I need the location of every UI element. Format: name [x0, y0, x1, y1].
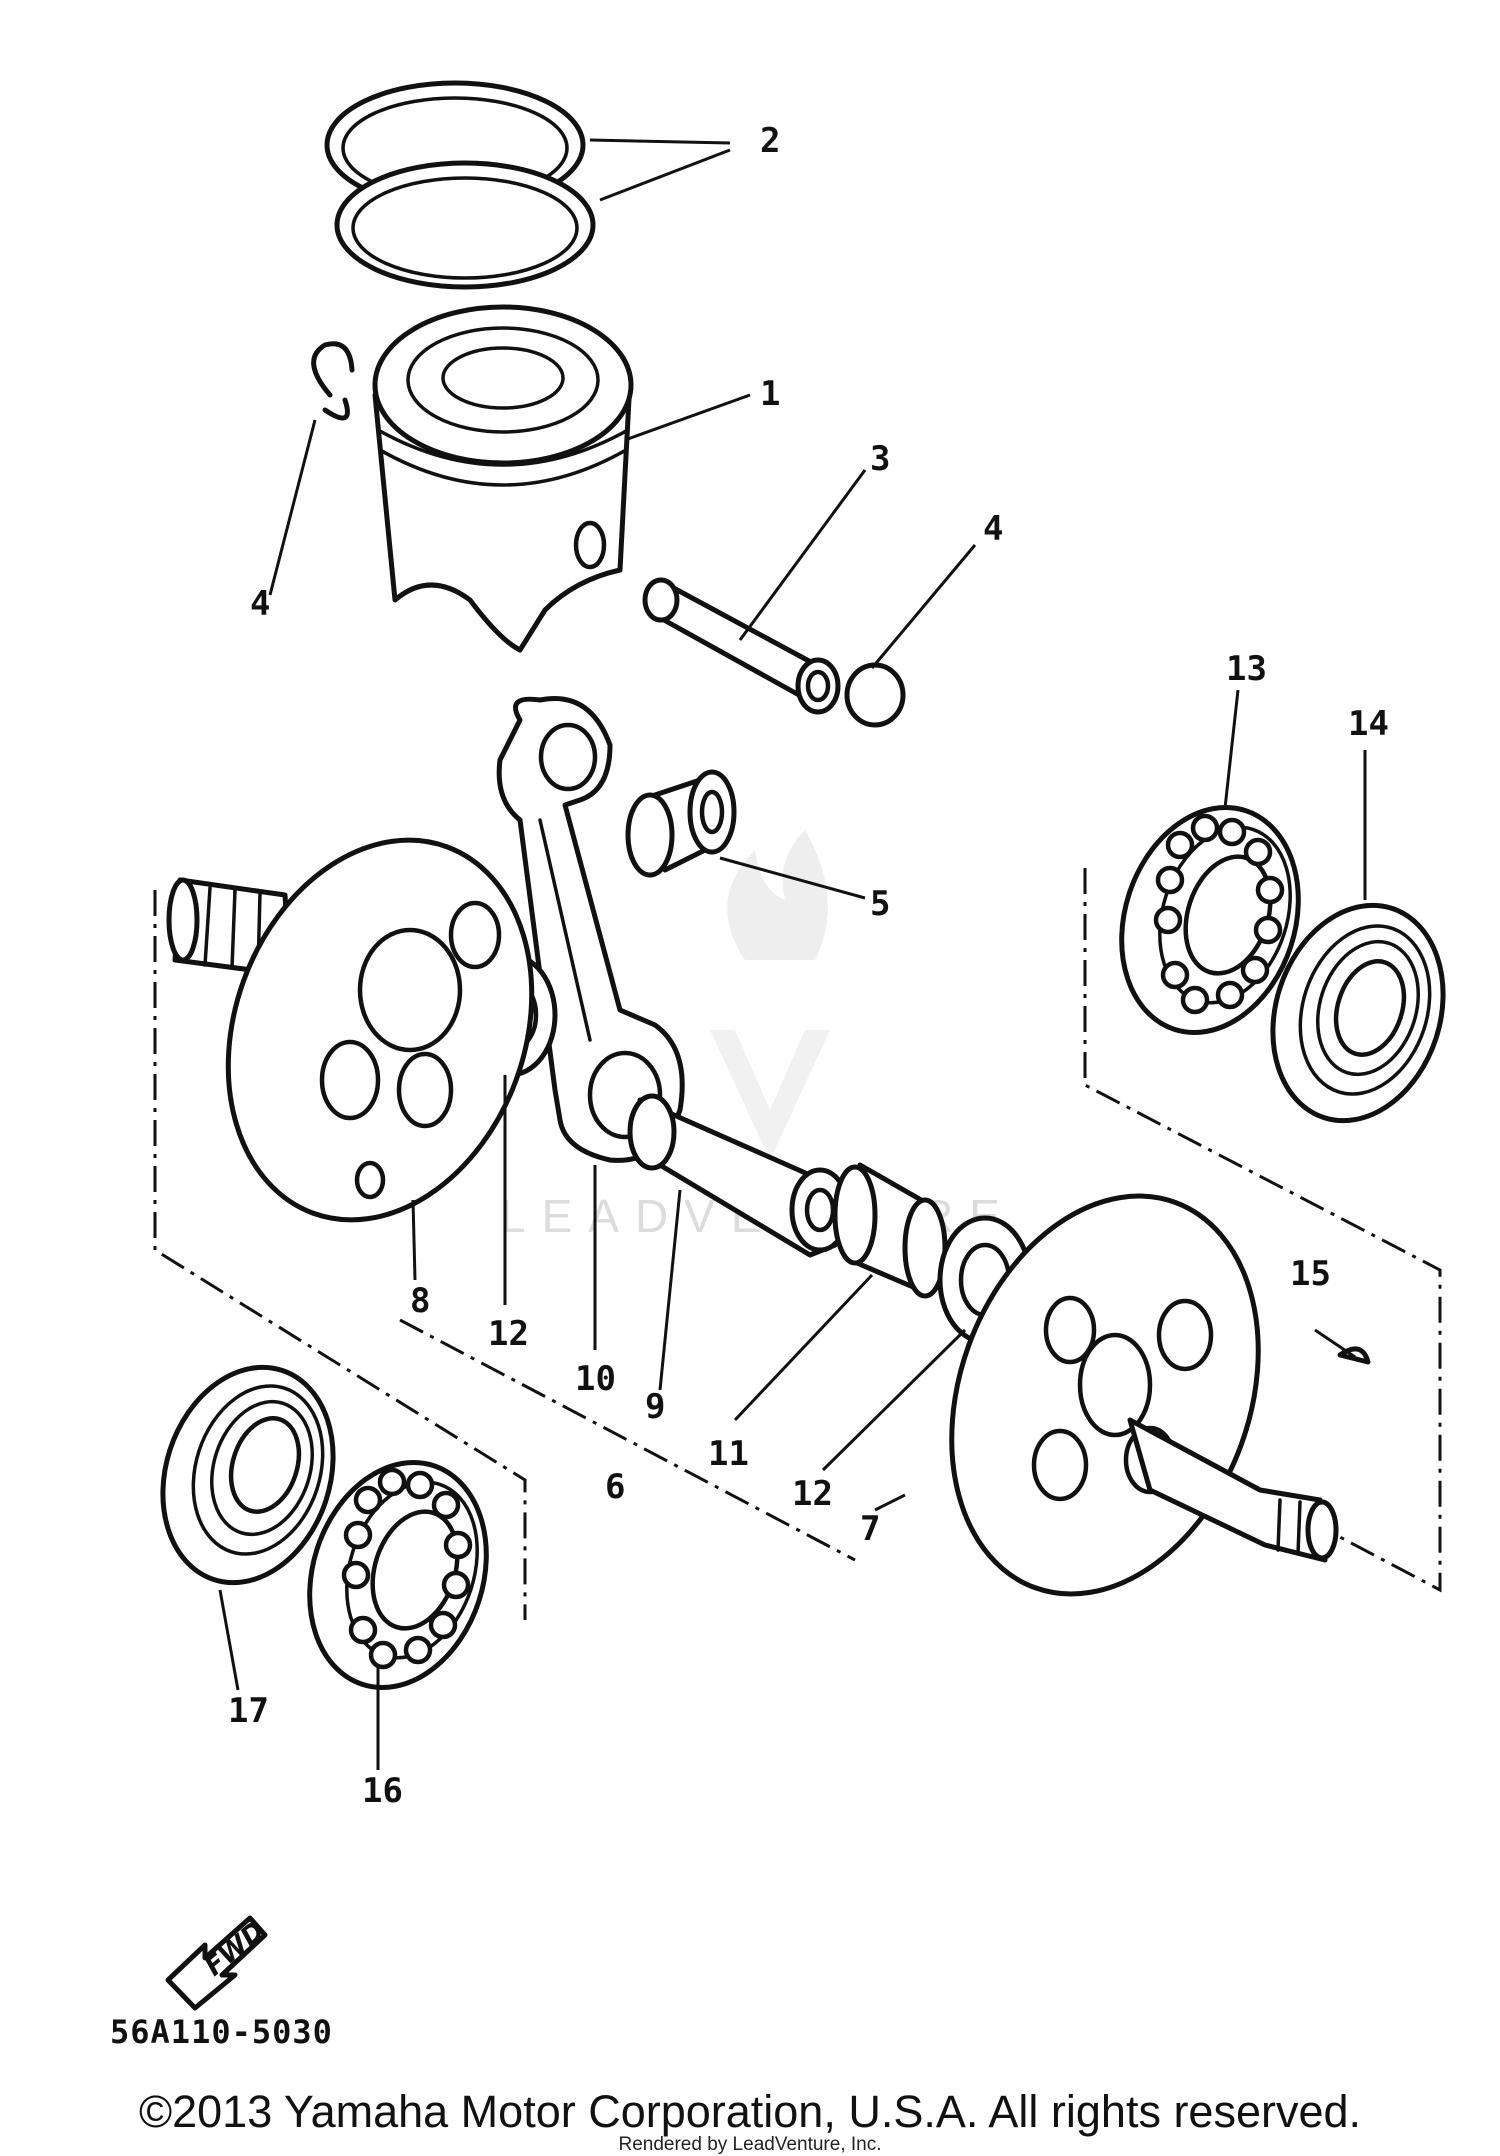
callout-9: 9	[645, 1387, 665, 1427]
rendered-by-notice: Rendered by LeadVenture, Inc.	[618, 2134, 882, 2155]
callout-12-left: 12	[488, 1314, 529, 1354]
callout-11: 11	[708, 1434, 749, 1474]
small-end-bearing	[625, 769, 737, 878]
fwd-arrow-icon: FWD	[165, 1915, 271, 2011]
main-bearing-left	[307, 1460, 489, 1690]
oil-seal-right	[1270, 902, 1446, 1124]
callout-3: 3	[870, 439, 890, 479]
callout-2: 2	[760, 121, 780, 161]
callout-12-right: 12	[792, 1474, 833, 1514]
callout-13: 13	[1226, 649, 1267, 689]
crankshaft-half-right	[949, 1193, 1339, 1597]
callout-14: 14	[1348, 704, 1389, 744]
assembly-bracket-lines	[153, 868, 1442, 1620]
oil-seal-left	[160, 1364, 336, 1586]
crankshaft-half-left	[166, 837, 535, 1223]
callout-8: 8	[410, 1281, 430, 1321]
copyright-notice: ©2013 Yamaha Motor Corporation, U.S.A. A…	[138, 2086, 1362, 2137]
piston-pin	[642, 577, 841, 715]
big-end-bearing	[832, 1162, 948, 1299]
piston-pin-clip-left	[311, 341, 355, 421]
callout-4-left: 4	[250, 584, 270, 624]
piston-pin-clip-right	[844, 662, 906, 728]
leader-lines	[218, 138, 1367, 1770]
callout-17: 17	[228, 1691, 269, 1731]
callout-4-right: 4	[983, 509, 1003, 549]
main-bearing-right	[1119, 805, 1301, 1035]
connecting-rod	[496, 696, 685, 1163]
watermark-logo	[710, 830, 830, 1160]
callout-7: 7	[860, 1509, 880, 1549]
piston	[372, 304, 634, 653]
callout-15: 15	[1290, 1254, 1331, 1294]
part-code: 56A110-5030	[110, 2013, 333, 2051]
callout-10: 10	[575, 1359, 616, 1399]
piston-ring-lower	[334, 160, 596, 290]
callout-6: 6	[605, 1467, 625, 1507]
callout-1: 1	[760, 374, 780, 414]
callout-5: 5	[870, 884, 890, 924]
callout-16: 16	[362, 1771, 403, 1811]
callout-labels: 2 1 4 3 4 5 13 14 15 8 12 10 9 6 11 12 7…	[228, 121, 1389, 1811]
